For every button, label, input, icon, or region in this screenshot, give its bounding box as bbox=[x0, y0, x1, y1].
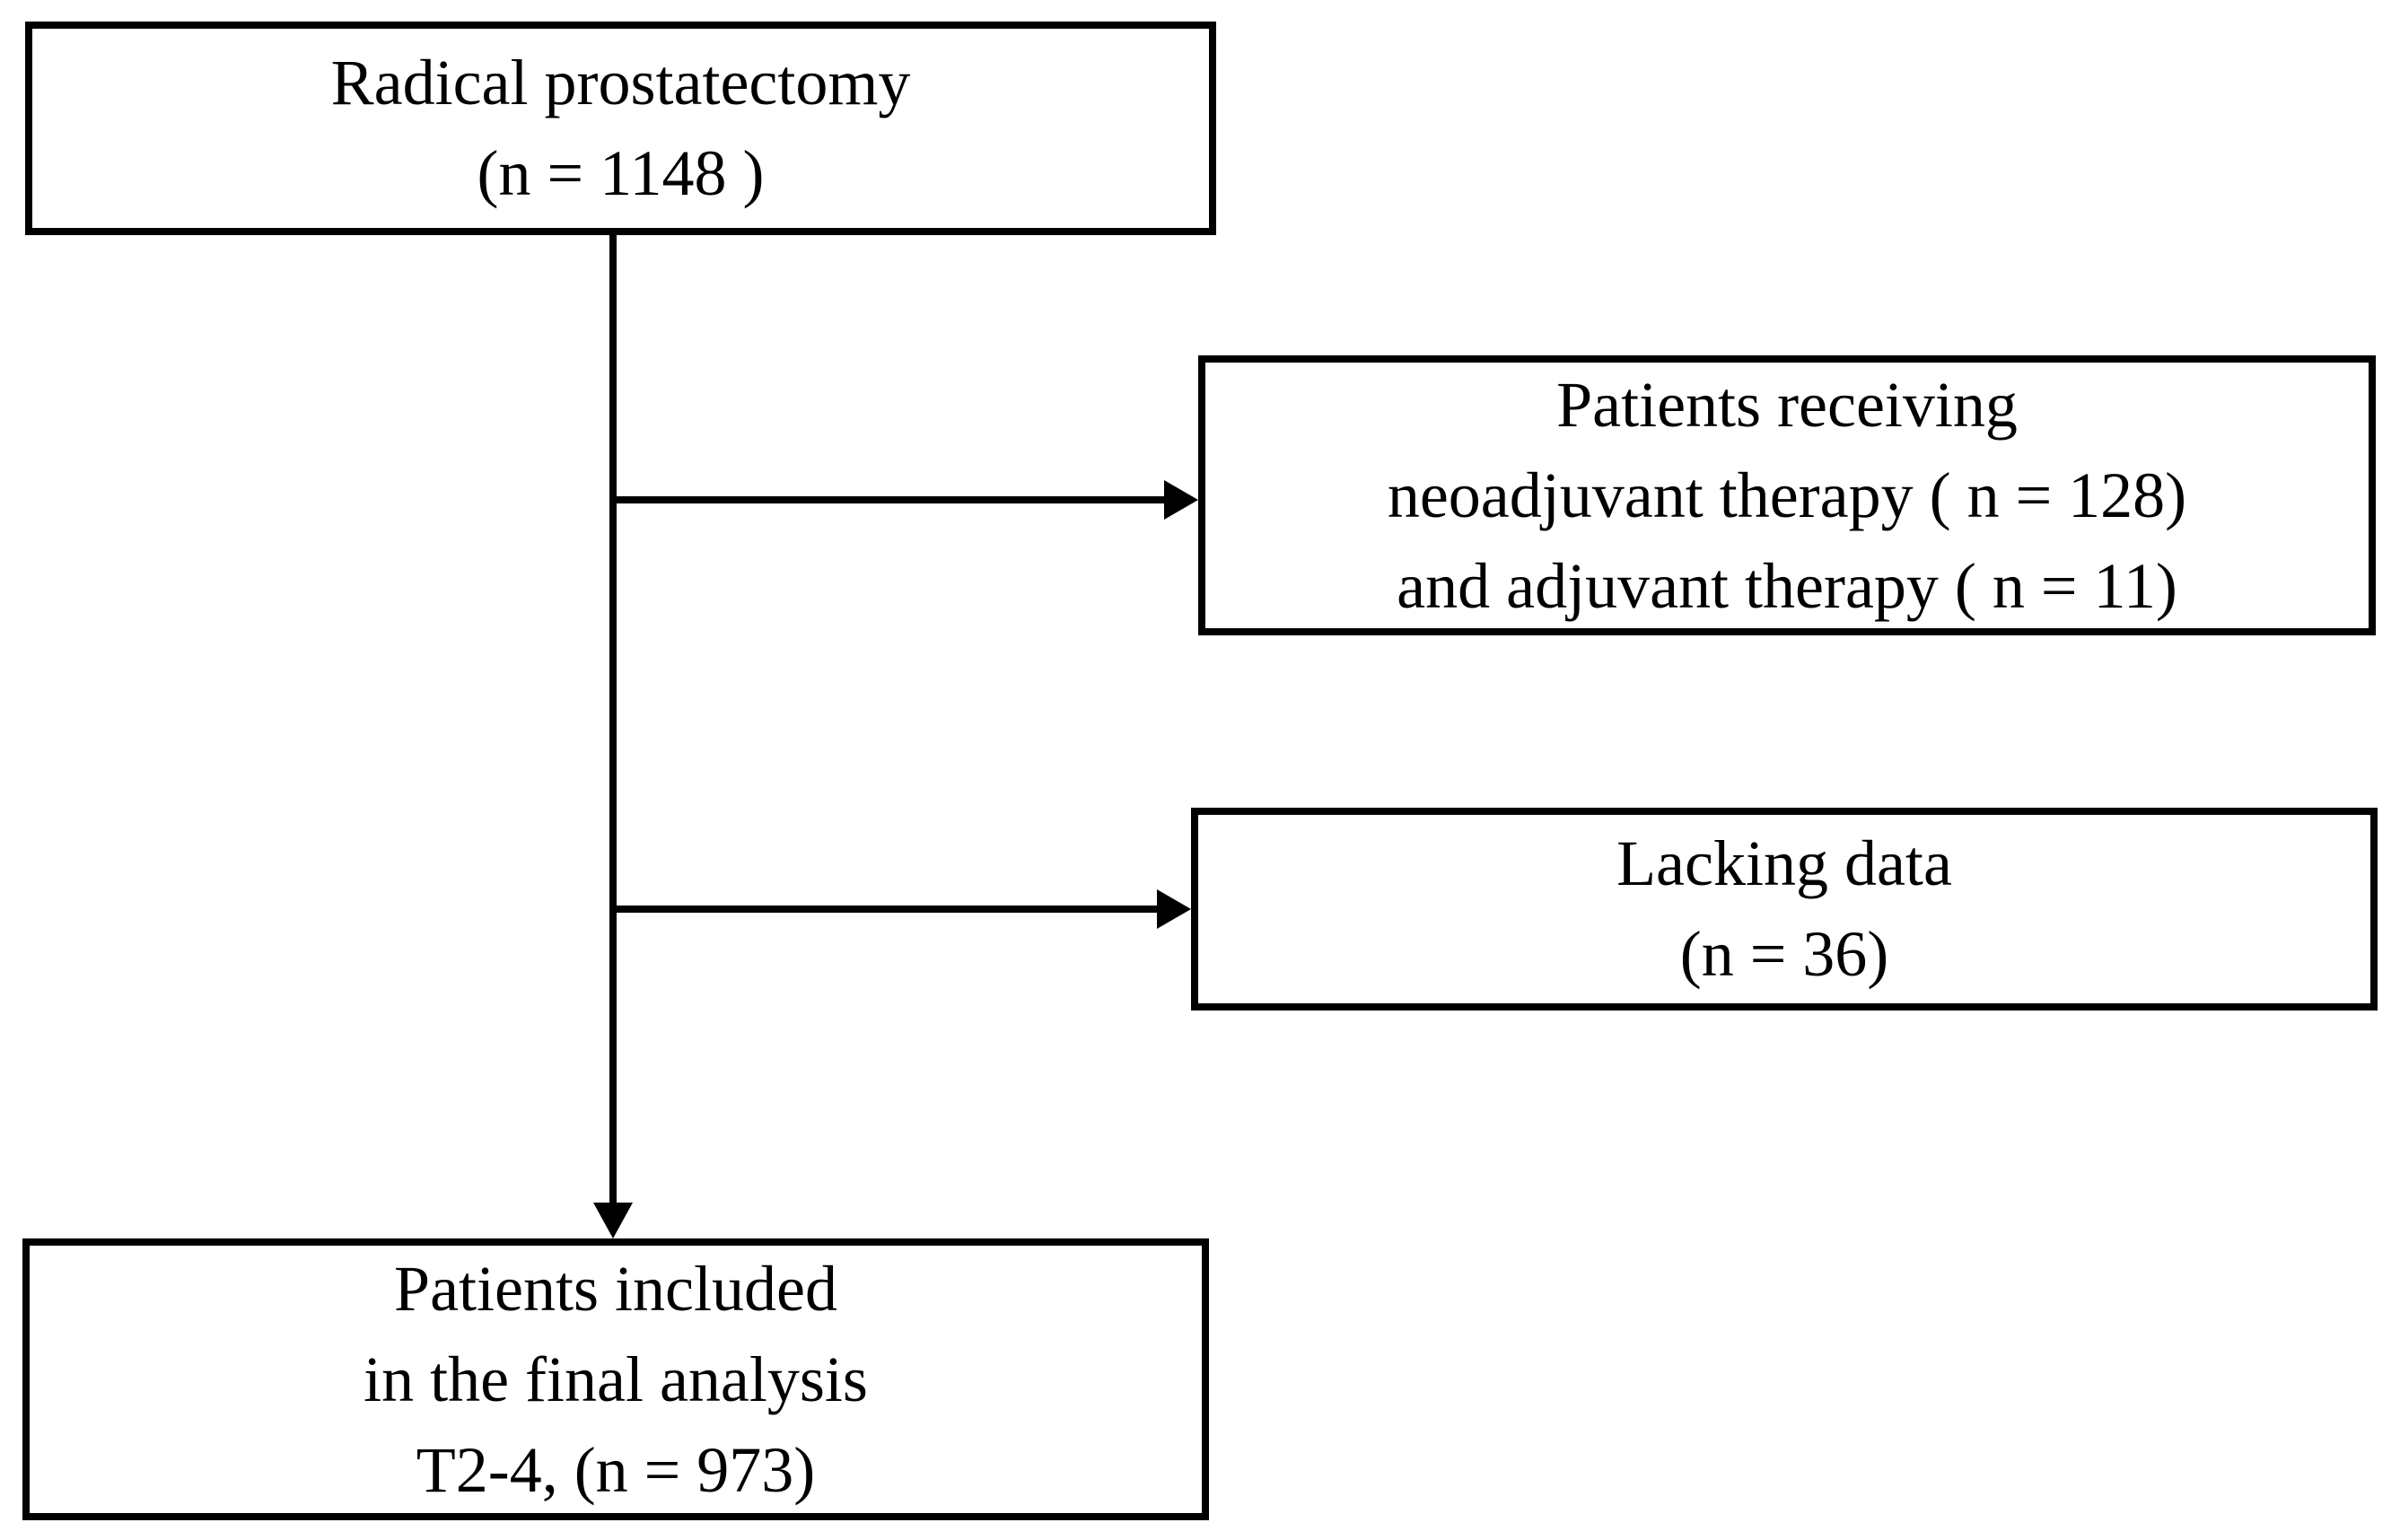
arrowhead-right-icon bbox=[1164, 480, 1198, 520]
node-text-line: Radical prostatectomy bbox=[330, 47, 911, 118]
node-count-line: (n = 1148 ) bbox=[477, 137, 765, 209]
connector-branch-lacking-data bbox=[613, 906, 1162, 913]
connector-vertical-line bbox=[609, 233, 617, 1208]
node-excluded-therapy: Patients receiving neoadjuvant therapy (… bbox=[1198, 355, 2376, 635]
node-count-line: (n = 36) bbox=[1679, 918, 1889, 990]
node-excluded-lacking-data: Lacking data (n = 36) bbox=[1191, 808, 2378, 1011]
node-final-analysis: Patients included in the final analysis … bbox=[22, 1238, 1209, 1520]
connector-branch-neoadjuvant bbox=[613, 496, 1169, 503]
node-text-line: Patients receiving bbox=[1556, 368, 2018, 441]
node-text-line: in the final analysis bbox=[364, 1343, 868, 1415]
node-count-line: T2-4, (n = 973) bbox=[416, 1433, 816, 1506]
node-text-line: neoadjuvant therapy ( n = 128) bbox=[1387, 459, 2187, 531]
node-text-line: and adjuvant therapy ( n = 11) bbox=[1397, 549, 2177, 622]
node-text-line: Lacking data bbox=[1616, 827, 1952, 899]
arrowhead-down-icon bbox=[593, 1203, 633, 1238]
node-radical-prostatectomy: Radical prostatectomy (n = 1148 ) bbox=[25, 22, 1216, 235]
arrowhead-right-icon bbox=[1157, 889, 1191, 929]
node-text-line: Patients included bbox=[394, 1252, 837, 1325]
